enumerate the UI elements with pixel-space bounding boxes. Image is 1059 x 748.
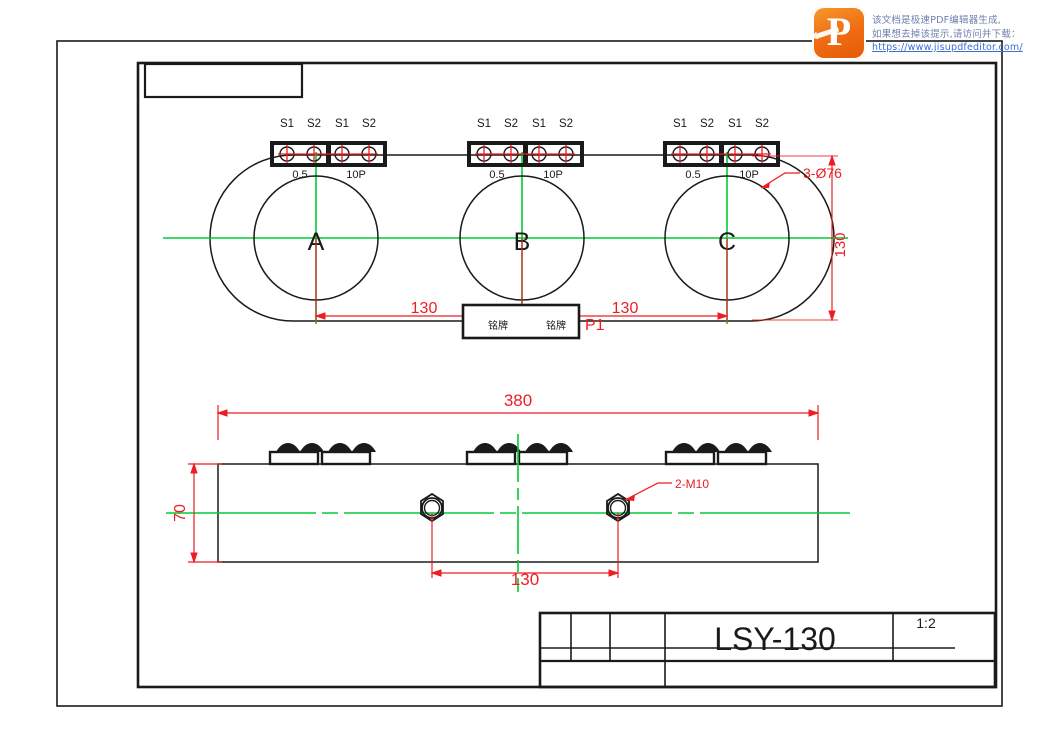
terminal-profile-b bbox=[465, 443, 573, 466]
title-block-border bbox=[538, 611, 997, 689]
terminal-rating-c-left: 0.5 bbox=[685, 169, 700, 181]
callout-3-holes-text: 3-Ø76 bbox=[803, 165, 842, 181]
terminal-profile-c bbox=[664, 443, 772, 466]
frame-corner-box bbox=[143, 62, 304, 99]
dimension-bolt-spacing-130-text: 130 bbox=[511, 570, 539, 589]
terminal-rating-b-left: 0.5 bbox=[489, 169, 504, 181]
front-view: 380 bbox=[166, 391, 862, 592]
dimension-overall-380: 380 bbox=[216, 391, 820, 440]
dimension-height-130-text: 130 bbox=[832, 232, 849, 257]
terminal-rating-b-right: 10P bbox=[543, 169, 563, 181]
terminal-rating-a-right: 10P bbox=[346, 169, 366, 181]
terminal-rating-c-right: 10P bbox=[739, 169, 759, 181]
terminal-label-s2-b2: S2 bbox=[559, 118, 573, 130]
dimension-height-70: 70 bbox=[172, 462, 222, 564]
terminal-label-s1-c2: S1 bbox=[728, 118, 742, 130]
terminal-label-s2-a2: S2 bbox=[362, 118, 376, 130]
title-block-part-name: LSY-130 bbox=[714, 621, 836, 657]
terminal-screw-crosses-b bbox=[475, 145, 575, 163]
terminal-block-a: S1 S2 S1 S2 0.5 10P bbox=[270, 118, 387, 181]
terminal-profile-a bbox=[268, 443, 376, 466]
dimension-height-130: 130 bbox=[752, 154, 849, 322]
terminal-label-s1-a2: S1 bbox=[335, 118, 349, 130]
dimension-pitch-left-text: 130 bbox=[411, 300, 438, 317]
outer-border bbox=[56, 40, 1003, 707]
terminal-block-c: S1 S2 S1 S2 0.5 10P bbox=[663, 118, 780, 181]
callout-m10-arrow bbox=[625, 495, 635, 501]
plate-tag-p1: P1 bbox=[585, 317, 605, 334]
nameplate-label-right: 铭牌 bbox=[546, 319, 566, 332]
front-view-terminal-profiles bbox=[268, 443, 772, 466]
top-view: A B C S1 S2 S1 S2 0.5 10P S1 bbox=[163, 118, 849, 340]
callout-2-m10-text: 2-M10 bbox=[675, 477, 709, 491]
terminal-label-s1-b2: S1 bbox=[532, 118, 546, 130]
callout-arrow bbox=[761, 182, 770, 188]
terminal-label-s2-c2: S2 bbox=[755, 118, 769, 130]
terminal-label-s1-b1: S1 bbox=[477, 118, 491, 130]
nameplate-box bbox=[461, 303, 581, 340]
terminal-label-s2-a1: S2 bbox=[307, 118, 321, 130]
terminal-label-s2-c1: S2 bbox=[700, 118, 714, 130]
terminal-label-s2-b1: S2 bbox=[504, 118, 518, 130]
dimension-pitch-right-text: 130 bbox=[612, 300, 639, 317]
dimension-bolt-spacing-130: 130 bbox=[430, 513, 620, 589]
terminal-label-s1-c1: S1 bbox=[673, 118, 687, 130]
title-block: LSY-130 1:2 bbox=[538, 611, 997, 689]
terminal-rating-a-left: 0.5 bbox=[292, 169, 307, 181]
terminal-screw-crosses-a bbox=[278, 145, 378, 163]
callout-m10-leader bbox=[624, 482, 672, 501]
terminal-screw-crosses-c bbox=[671, 145, 771, 163]
top-view-body-outline bbox=[209, 154, 835, 322]
nameplate: 铭牌 铭牌 P1 bbox=[461, 303, 605, 340]
callout-2-m10: 2-M10 bbox=[624, 477, 709, 501]
dimension-overall-380-text: 380 bbox=[504, 391, 532, 410]
dimension-height-70-text: 70 bbox=[172, 504, 189, 522]
terminal-label-s1-a1: S1 bbox=[280, 118, 294, 130]
nameplate-label-left: 铭牌 bbox=[488, 319, 508, 332]
title-block-scale: 1:2 bbox=[916, 615, 936, 631]
terminal-block-b: S1 S2 S1 S2 0.5 10P bbox=[467, 118, 584, 181]
